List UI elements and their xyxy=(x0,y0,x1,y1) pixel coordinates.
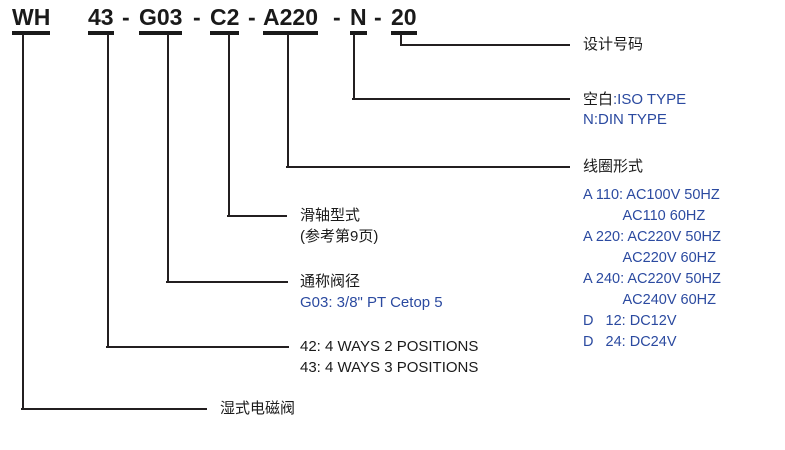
code-separator-5: - xyxy=(374,4,382,30)
code-segment-wh: WH xyxy=(12,6,51,35)
label-ways-43: 43: 4 WAYS 3 POSITIONS xyxy=(300,359,479,376)
leader-vline-nominal-bore xyxy=(167,34,169,281)
leader-vline-spool-type xyxy=(228,34,230,215)
code-segment-20: 20 xyxy=(391,6,417,35)
leader-vline-connection-type xyxy=(353,34,355,98)
coil-row-a240-50hz: A 240: AC220V 50HZ xyxy=(583,271,721,287)
code-separator-2: - xyxy=(193,4,201,30)
code-segment-n: N xyxy=(350,6,367,35)
leader-vline-coil-type xyxy=(287,34,289,166)
coil-row-d12: D 12: DC12V xyxy=(583,313,677,329)
code-separator-4: - xyxy=(333,4,341,30)
label-connection-blank-prefix: 空白 xyxy=(583,91,614,108)
label-nominal-bore-value: G03: 3/8" PT Cetop 5 xyxy=(300,294,443,311)
coil-row-a220-60hz: AC220V 60HZ xyxy=(583,250,716,266)
label-connection-din: N:DIN TYPE xyxy=(583,111,667,128)
label-connection-type: 空白:ISO TYPE xyxy=(583,89,686,111)
code-segment-c2: C2 xyxy=(210,6,240,35)
label-nominal-bore-title: 通称阀径 xyxy=(300,273,361,290)
code-segment-43: 43 xyxy=(88,6,114,35)
label-ways-42: 42: 4 WAYS 2 POSITIONS xyxy=(300,338,479,355)
coil-row-a220-50hz: A 220: AC220V 50HZ xyxy=(583,229,721,245)
label-design-number: 设计号码 xyxy=(583,36,644,53)
leader-hline-connection-type xyxy=(352,98,570,100)
leader-hline-design-number xyxy=(400,44,570,46)
leader-vline-valve-type xyxy=(22,34,24,408)
label-spool-type-title: 滑轴型式 xyxy=(300,207,361,224)
leader-vline-design-number xyxy=(400,34,402,46)
label-valve-type: 湿式电磁阀 xyxy=(220,400,296,417)
leader-hline-coil-type xyxy=(286,166,570,168)
label-spool-type-note: (参考第9页) xyxy=(300,228,379,245)
code-separator-3: - xyxy=(248,4,256,30)
leader-hline-spool-type xyxy=(227,215,287,217)
leader-hline-valve-type xyxy=(21,408,207,410)
code-segment-g03: G03 xyxy=(139,6,183,35)
coil-row-a240-60hz: AC240V 60HZ xyxy=(583,292,716,308)
coil-row-a110-50hz: A 110: AC100V 50HZ xyxy=(583,187,720,203)
leader-hline-nominal-bore xyxy=(166,281,288,283)
label-coil-type-title: 线圈形式 xyxy=(583,158,644,175)
label-connection-blank-value: :ISO TYPE xyxy=(613,91,687,108)
leader-vline-ways-positions xyxy=(107,34,109,346)
code-segment-a220: A220 xyxy=(263,6,318,35)
coil-row-d24: D 24: DC24V xyxy=(583,334,677,350)
leader-hline-ways-positions xyxy=(106,346,289,348)
coil-row-a110-60hz: AC110 60HZ xyxy=(583,208,706,224)
code-separator-1: - xyxy=(122,4,130,30)
